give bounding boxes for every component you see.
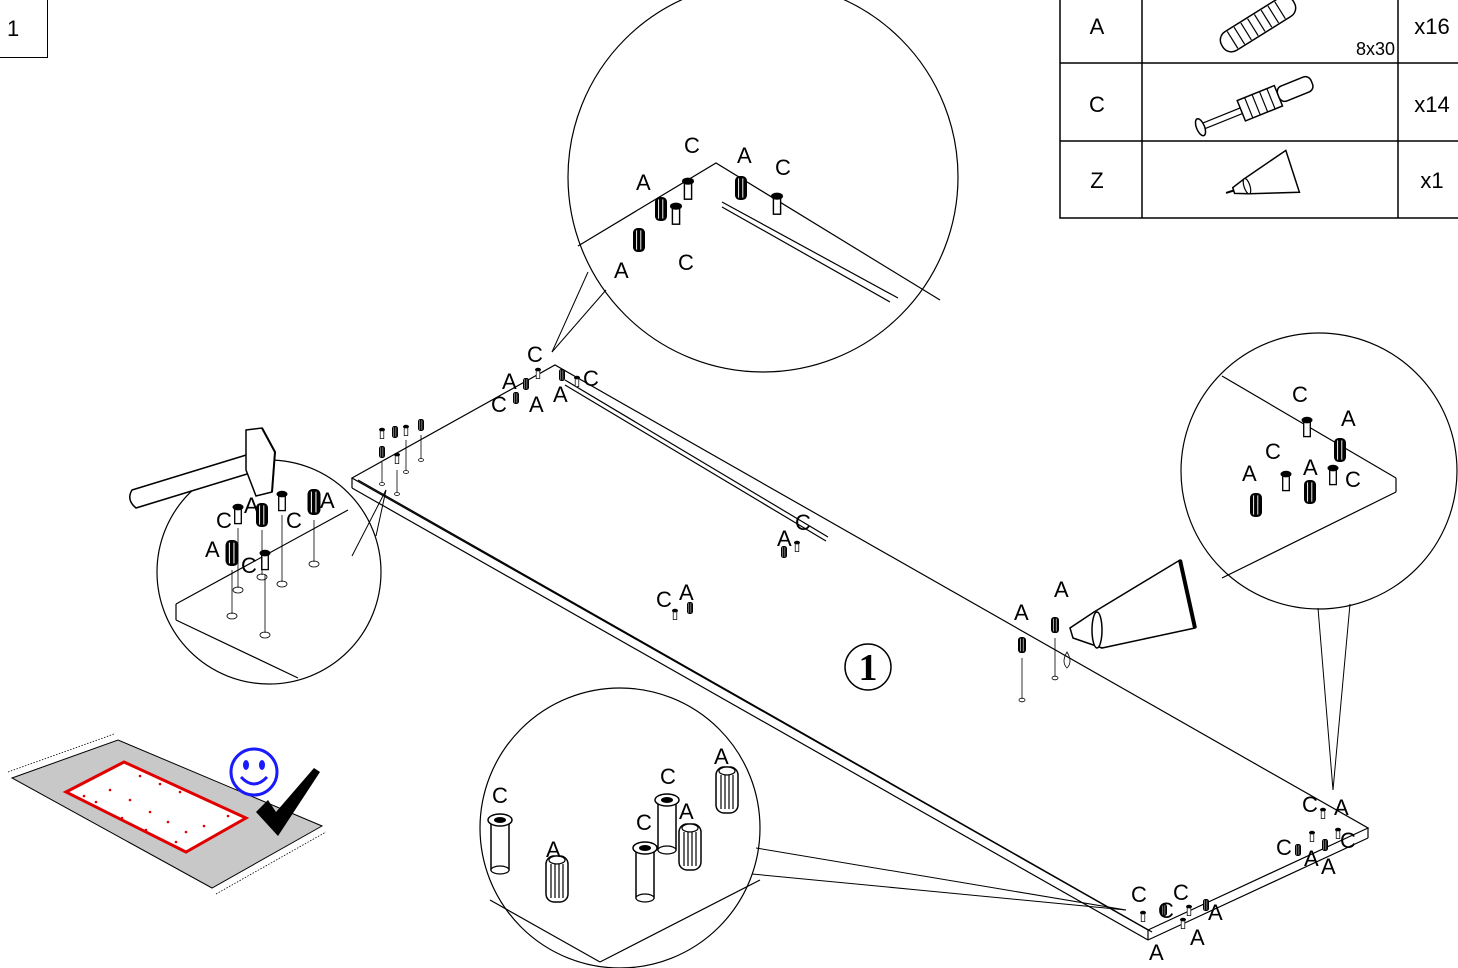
panel-number-marker: 1: [844, 643, 892, 691]
svg-text:C: C: [660, 764, 676, 789]
svg-text:A: A: [1208, 900, 1223, 925]
detail-circle-left: C A C A A C: [156, 459, 387, 685]
svg-text:C: C: [684, 133, 700, 158]
svg-text:C: C: [678, 250, 694, 275]
hammer-icon: [129, 427, 277, 509]
svg-text:A: A: [502, 369, 517, 394]
part-qty: x14: [1414, 92, 1449, 117]
svg-text:A: A: [1190, 925, 1205, 950]
rug-panel: [62, 760, 250, 854]
svg-text:A: A: [1242, 461, 1257, 486]
svg-text:A: A: [636, 170, 651, 195]
svg-text:A: A: [1334, 795, 1349, 820]
svg-text:A: A: [1303, 455, 1318, 480]
svg-text:C: C: [527, 342, 543, 367]
svg-text:C: C: [1292, 382, 1308, 407]
smiley-icon: [229, 747, 279, 797]
svg-text:C: C: [1345, 467, 1361, 492]
parts-row-a: A 8x30 x16: [1090, 0, 1450, 59]
svg-text:A: A: [244, 493, 259, 518]
svg-text:C: C: [583, 366, 599, 391]
svg-text:A: A: [1054, 577, 1069, 602]
svg-text:C: C: [1158, 898, 1174, 923]
part-qty: x1: [1420, 168, 1443, 193]
drill-guide-lines: [379, 435, 1071, 703]
svg-text:1: 1: [859, 647, 878, 689]
svg-text:A: A: [1149, 940, 1164, 965]
part-id: Z: [1090, 168, 1103, 193]
part-id: A: [1090, 14, 1105, 39]
parts-row-z: Z x1: [1090, 149, 1444, 195]
svg-text:A: A: [546, 837, 561, 862]
svg-text:A: A: [1014, 600, 1029, 625]
svg-text:C: C: [656, 587, 672, 612]
svg-text:A: A: [614, 258, 629, 283]
svg-text:A: A: [1304, 846, 1319, 871]
wooden-dowel-icon: [1219, 0, 1297, 53]
checkmark-icon: [256, 768, 320, 836]
svg-text:C: C: [286, 508, 302, 533]
svg-text:C: C: [1265, 439, 1281, 464]
part-size: 8x30: [1356, 39, 1395, 59]
step-number: 1: [7, 16, 20, 41]
detail-circle-bottom: C A C C A A: [479, 687, 1127, 968]
svg-text:A: A: [529, 392, 544, 417]
svg-text:A: A: [714, 744, 729, 769]
svg-text:A: A: [737, 143, 752, 168]
svg-text:A: A: [553, 382, 568, 407]
svg-text:C: C: [492, 783, 508, 808]
svg-text:C: C: [1302, 792, 1318, 817]
svg-text:C: C: [1173, 880, 1189, 905]
step-number-box: 1: [0, 0, 48, 58]
work-surface-illustration: [7, 733, 327, 895]
svg-text:C: C: [1276, 835, 1292, 860]
svg-text:A: A: [777, 526, 792, 551]
svg-text:A: A: [320, 488, 335, 513]
svg-text:C: C: [795, 510, 811, 535]
svg-text:A: A: [1321, 854, 1336, 879]
svg-text:C: C: [1131, 882, 1147, 907]
glue-tube-icon: [1069, 558, 1197, 649]
cam-bolt-icon: [1194, 75, 1314, 137]
svg-text:C: C: [636, 810, 652, 835]
svg-text:A: A: [1341, 406, 1356, 431]
parts-row-c: C x14: [1089, 75, 1450, 137]
svg-text:A: A: [679, 799, 694, 824]
svg-text:C: C: [491, 392, 507, 417]
part-labels-main: C A C A A C A C C A A A C A C C A A C C …: [491, 342, 1356, 965]
main-panel: [350, 364, 1370, 941]
parts-table: A 8x30 x16 C: [1059, 0, 1458, 219]
svg-text:C: C: [775, 155, 791, 180]
part-id: C: [1089, 92, 1105, 117]
glue-tube-icon: [1225, 149, 1301, 195]
svg-text:A: A: [679, 580, 694, 605]
svg-text:C: C: [241, 553, 257, 578]
svg-text:A: A: [205, 537, 220, 562]
detail-circle-right: C A C A A C: [1180, 332, 1458, 791]
detail-circle-top: A C A C A C: [551, 0, 959, 373]
svg-text:C: C: [1340, 828, 1356, 853]
svg-text:C: C: [216, 508, 232, 533]
part-qty: x16: [1414, 14, 1449, 39]
